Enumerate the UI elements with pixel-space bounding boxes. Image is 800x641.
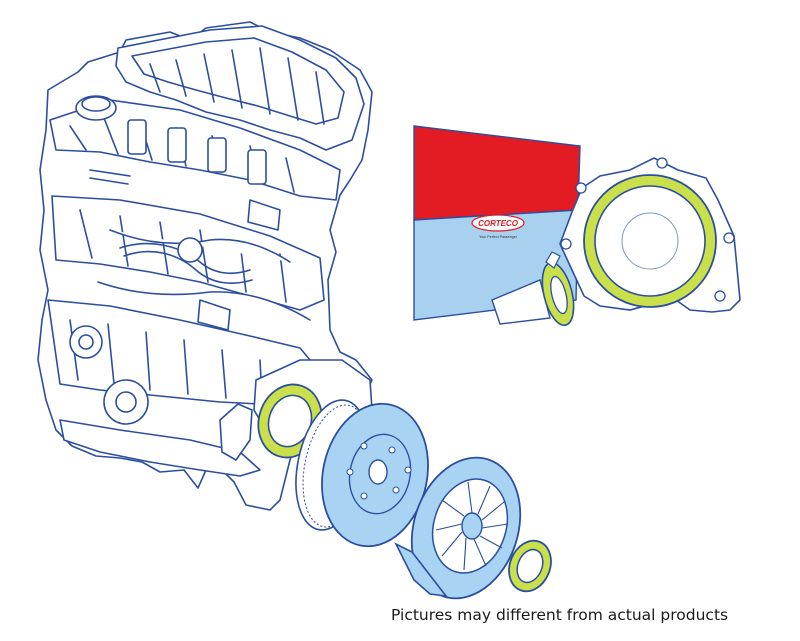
clutch-pressure-plate xyxy=(394,456,522,600)
engine-illustration xyxy=(37,21,373,511)
seal-package: CORTECO Your Perfect Passenger xyxy=(413,125,741,327)
flywheel xyxy=(295,399,429,548)
disclaimer-caption: Pictures may different from actual produ… xyxy=(391,606,729,624)
brand-logo: CORTECO xyxy=(478,219,519,228)
brand-tagline: Your Perfect Passenger xyxy=(479,235,518,239)
oil-seal-ring xyxy=(508,539,552,593)
